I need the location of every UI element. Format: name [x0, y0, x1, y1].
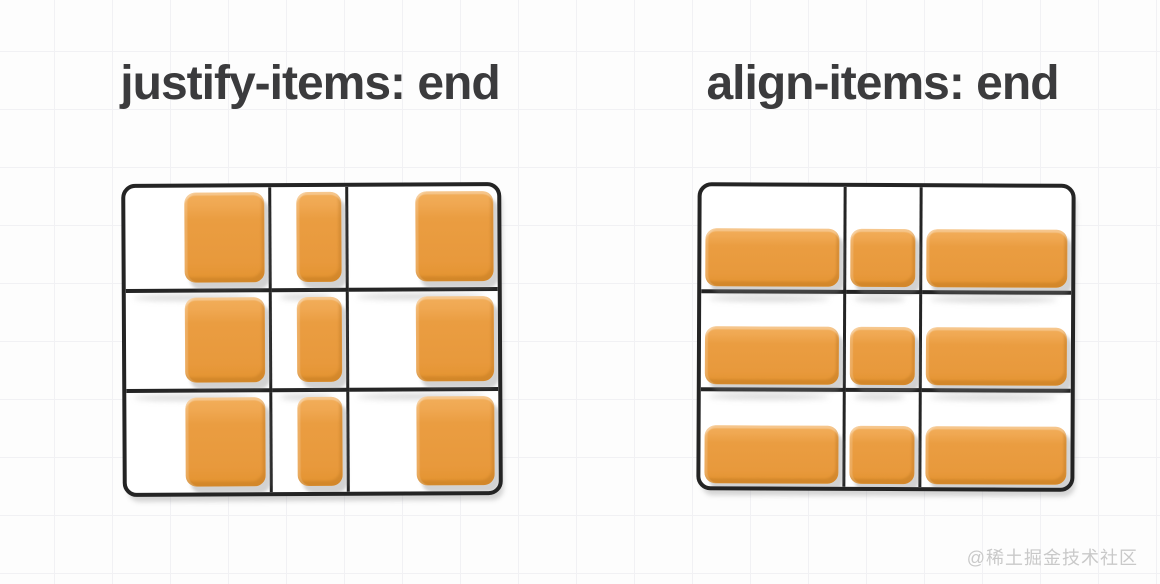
grid-item [296, 296, 343, 383]
grid-item [925, 327, 1068, 386]
grid-item [415, 295, 495, 382]
grid-item [184, 192, 265, 283]
grid-item [850, 228, 916, 287]
grid-item [416, 395, 495, 486]
grid-item [704, 425, 839, 484]
panel-title-align-items: align-items: end [706, 57, 1059, 110]
grid-cell [349, 391, 498, 492]
grid-item [704, 326, 840, 385]
watermark: @稀土掘金技术社区 [966, 548, 1138, 568]
grid-cell [700, 391, 846, 487]
grid-item [297, 396, 343, 487]
grid-demo-align-items-end [696, 182, 1076, 492]
grid-cell [700, 292, 847, 392]
grid-cell [125, 292, 273, 393]
grid-cell [921, 293, 1072, 393]
grid-cell [271, 186, 349, 293]
grid-item [705, 228, 840, 287]
panel-title-justify-items: justify-items: end [120, 57, 500, 110]
grid-cell [126, 392, 273, 493]
grid-cell [921, 392, 1071, 488]
grid-item [184, 297, 266, 383]
grid-demo-justify-items-end [121, 182, 503, 497]
grid-cell [271, 291, 350, 393]
grid-item [185, 397, 266, 487]
grid-cell [348, 186, 498, 292]
grid-cell [845, 293, 923, 393]
grid-cell [701, 186, 847, 294]
grid-item [296, 191, 342, 282]
grid-item [926, 228, 1068, 288]
grid-item [849, 425, 915, 485]
grid-cell [846, 186, 923, 294]
grid-item [849, 326, 915, 386]
grid-cell [125, 187, 272, 293]
grid-cell [845, 391, 922, 488]
grid-cell [922, 187, 1072, 295]
grid-cell [272, 391, 350, 493]
grid-item [415, 191, 494, 282]
grid-item [925, 426, 1067, 485]
grid-cell [348, 290, 499, 392]
